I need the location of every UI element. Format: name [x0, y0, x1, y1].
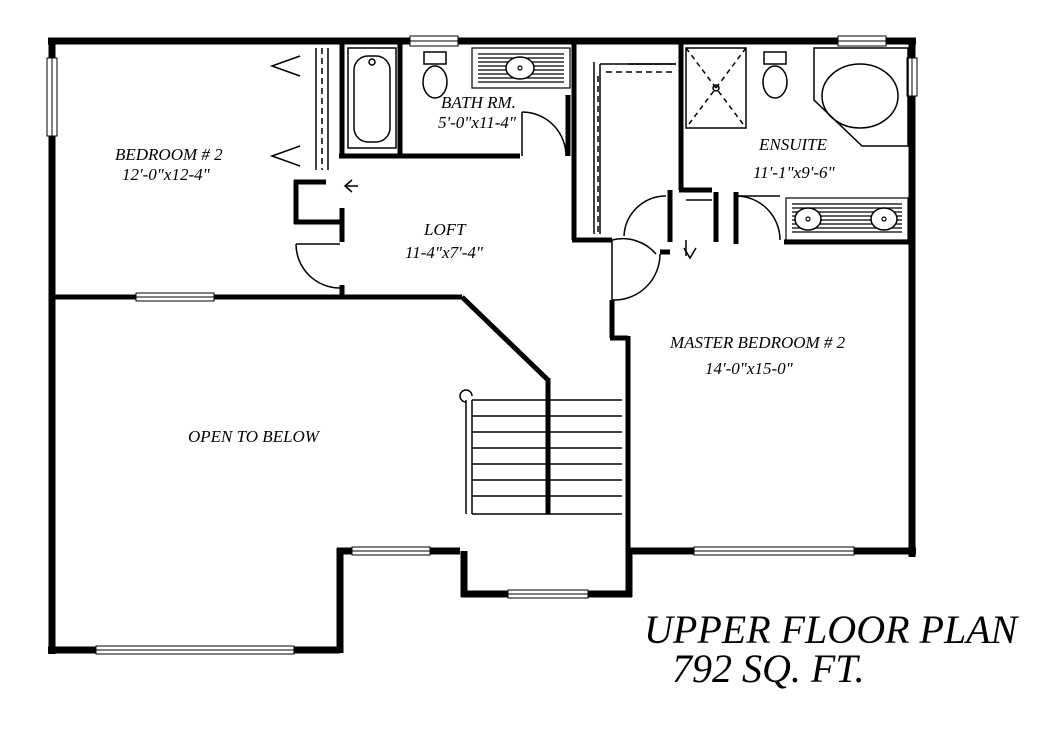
windows [46, 35, 918, 655]
bath-name: BATH RM. [441, 93, 516, 112]
ensuite-size: 11'-1"x9'-6" [753, 163, 836, 182]
interior-walls [52, 41, 912, 553]
bath-toilet [422, 51, 448, 99]
staircase [459, 389, 622, 515]
closet-doors [269, 48, 358, 193]
ensuite-toilet [762, 51, 788, 99]
door-swings [295, 111, 781, 301]
linen-closet [593, 62, 676, 234]
open-to-below-label: OPEN TO BELOW [188, 427, 321, 446]
bath-vanity [471, 47, 571, 89]
plan-area: 792 SQ. FT. [672, 646, 865, 691]
ensuite-vanity [785, 197, 909, 241]
plan-title: UPPER FLOOR PLAN [644, 607, 1020, 652]
ensuite-name: ENSUITE [758, 135, 828, 154]
bedroom2-name: BEDROOM # 2 [115, 145, 223, 164]
bath-size: 5'-0"x11-4" [438, 113, 517, 132]
master-name: MASTER BEDROOM # 2 [669, 333, 846, 352]
corner-tub [813, 47, 909, 147]
bathtub [347, 47, 397, 149]
bedroom2-size: 12'-0"x12-4" [122, 165, 211, 184]
loft-size: 11-4"x7'-4" [405, 243, 484, 262]
shower [685, 47, 747, 129]
loft-name: LOFT [423, 220, 467, 239]
master-size: 14'-0"x15-0" [705, 359, 794, 378]
